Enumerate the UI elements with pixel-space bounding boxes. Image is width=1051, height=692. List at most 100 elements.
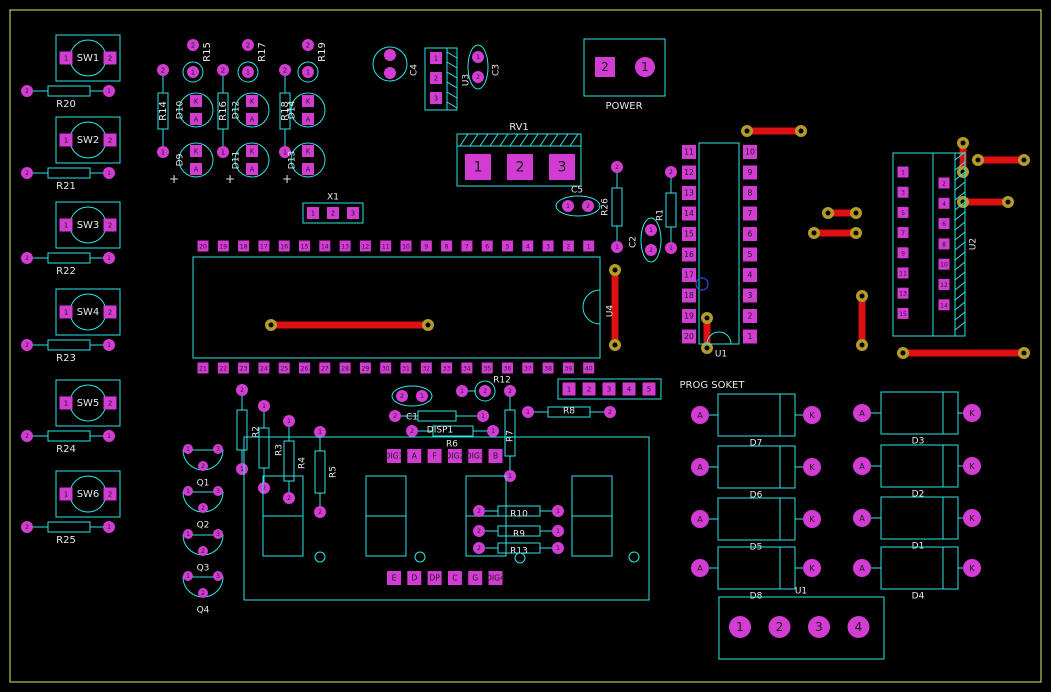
pad	[456, 385, 468, 397]
led-pin	[190, 145, 202, 157]
potentiometer-top	[456, 133, 582, 147]
pad-label: A	[697, 462, 703, 472]
pad-label: 1	[491, 428, 495, 435]
ic-pin	[682, 329, 696, 344]
diode-body	[717, 445, 796, 489]
ic-pin	[743, 247, 757, 262]
ic-pin	[743, 268, 757, 282]
pad	[213, 486, 223, 496]
display-pin	[387, 571, 401, 585]
pad	[504, 385, 516, 397]
capacitor-outline	[372, 46, 408, 82]
pad-label: 25	[280, 366, 288, 373]
pad-label: 2	[287, 495, 291, 502]
resistor-label: R15	[202, 42, 213, 62]
capacitor-label: C2	[629, 236, 639, 248]
via-hole	[612, 342, 618, 348]
pad-label: 2	[942, 181, 946, 188]
rv1-label: RV1	[509, 122, 529, 133]
pad-label: 2	[306, 42, 310, 50]
resistor-pin	[103, 521, 115, 533]
led-label: D11	[232, 151, 242, 169]
led-outline	[290, 92, 326, 128]
pad-label: 1	[556, 528, 560, 535]
pad-label: K	[194, 148, 199, 156]
led-outline	[290, 142, 326, 178]
pad-label: K	[250, 98, 255, 106]
resistor-label: R17	[257, 42, 268, 62]
pad-label: 16	[684, 250, 694, 259]
crystal-body	[302, 202, 364, 224]
pad-label: 1	[736, 620, 744, 634]
ic-body	[698, 142, 740, 345]
pad-label: 26	[301, 366, 309, 373]
pad-label: 15	[899, 311, 907, 318]
pad-label: 28	[341, 366, 349, 373]
hatch-line	[954, 231, 966, 241]
led-outline	[178, 92, 214, 128]
via-hole	[960, 169, 966, 175]
pad-label: K	[969, 461, 975, 471]
capacitor-outline	[391, 385, 433, 407]
led-label: D14	[288, 101, 298, 120]
pad-label: 1	[641, 60, 649, 74]
mcu-pin	[562, 362, 574, 374]
pad-label: 9	[424, 244, 428, 251]
bridge-label: U1	[795, 587, 807, 597]
pad	[279, 64, 291, 76]
mcu-pin	[583, 362, 595, 374]
mcu-body	[192, 256, 601, 359]
switch-pin	[59, 133, 73, 147]
pad-label: 1	[64, 308, 69, 317]
pad-label: 8	[445, 244, 449, 251]
pad-label: 5	[647, 385, 652, 394]
via-hole	[268, 322, 274, 328]
diode-body	[880, 496, 959, 540]
via-hole	[900, 350, 906, 356]
pad	[552, 525, 564, 537]
hatch-line	[954, 291, 966, 301]
pad-label: K	[969, 408, 975, 418]
resistor-label: R12	[493, 376, 511, 386]
display-pin	[488, 449, 503, 463]
pad-label: B	[493, 452, 498, 461]
connector-pin	[897, 206, 909, 218]
pad-label: 5	[901, 210, 905, 217]
pad-label: 20	[684, 332, 694, 341]
resistor-label: R3	[275, 444, 285, 456]
capacitor-outline	[640, 217, 662, 263]
mcu-pin	[299, 240, 310, 252]
pad-label: 3	[557, 160, 566, 176]
pad-label: DIG2	[445, 452, 464, 461]
hatch-line	[954, 271, 966, 281]
pad-label: 10	[940, 262, 948, 269]
pad-label: 2	[649, 247, 653, 254]
resistor-label: R1	[656, 209, 666, 221]
ic-pin	[743, 206, 757, 221]
mcu-pin	[380, 240, 392, 252]
pad-label: D	[411, 574, 417, 583]
hatch-line	[446, 81, 458, 89]
pad-label: 2	[477, 508, 481, 515]
pad-label: 3	[901, 190, 905, 197]
pad-label: 20	[199, 244, 207, 251]
diode-pin	[963, 509, 981, 527]
diode-pin	[803, 510, 821, 528]
power-label: POWER	[605, 101, 642, 112]
pad-label: 1	[107, 342, 111, 349]
led-pin	[190, 113, 202, 125]
hatch-line	[446, 91, 458, 99]
pad-label: 7	[465, 244, 469, 251]
connector-label: U2	[969, 238, 979, 250]
hatch-line	[469, 133, 479, 147]
bridge-pin	[808, 616, 830, 638]
crystal-label: X1	[327, 193, 339, 203]
pad	[183, 486, 193, 496]
pad-label: 14	[321, 244, 329, 251]
resistor-body	[237, 61, 259, 83]
resistor-label: R5	[329, 466, 339, 478]
pad-label: 4	[526, 244, 530, 251]
pad-label: 3	[815, 620, 823, 634]
mcu-pin	[481, 362, 493, 374]
resistor-body	[47, 430, 91, 442]
